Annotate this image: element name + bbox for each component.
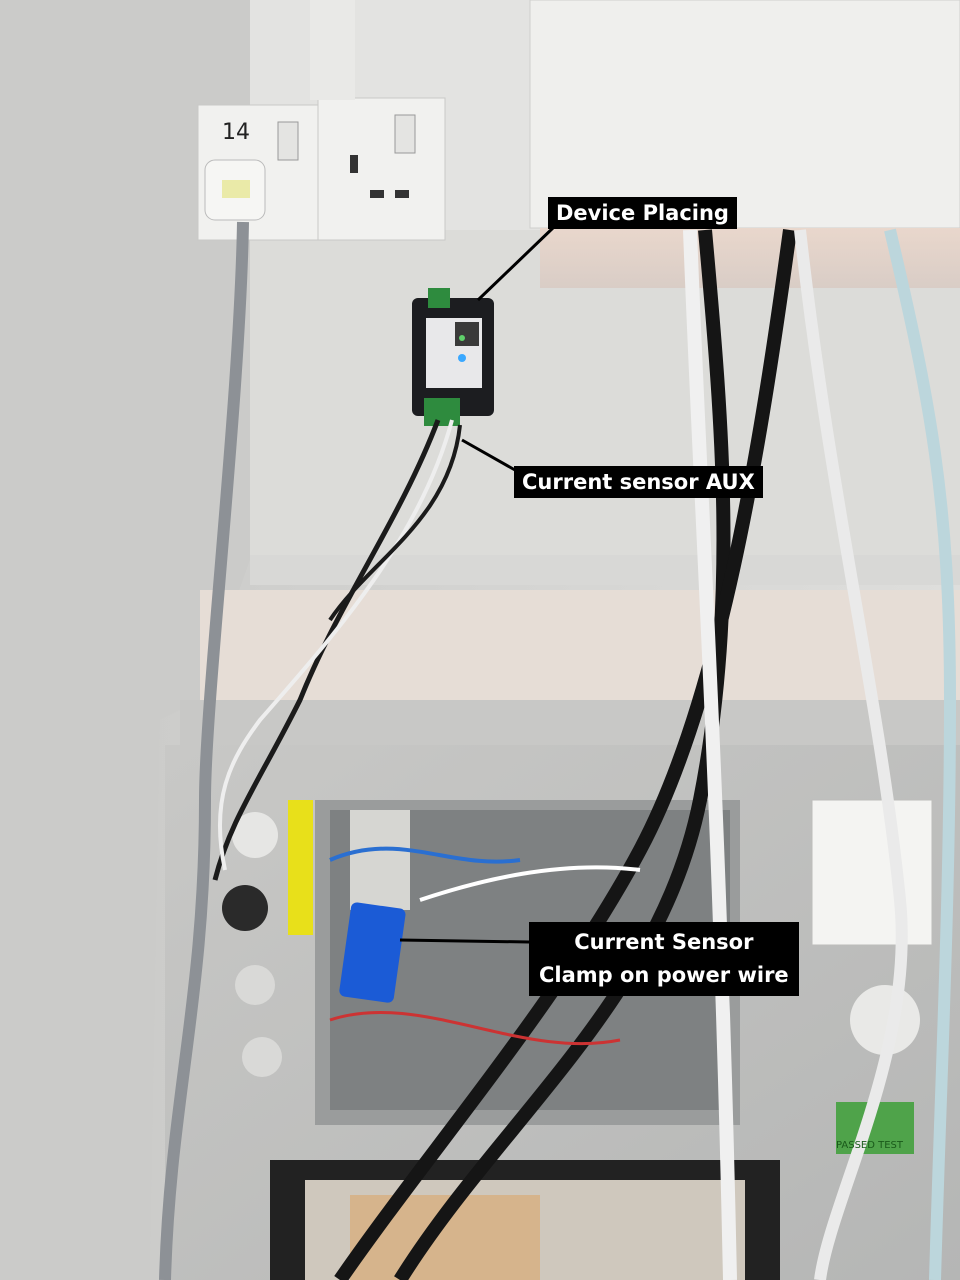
callout-clamp-line2: Clamp on power wire bbox=[539, 963, 789, 987]
callout-device-placing: Device Placing bbox=[548, 197, 737, 229]
callout-current-sensor-clamp: Current Sensor Clamp on power wire bbox=[529, 922, 799, 996]
passed-test-sticker-text: PASSED TEST bbox=[836, 1140, 904, 1151]
callout-clamp-line1: Current Sensor bbox=[574, 930, 754, 954]
callout-current-sensor-aux: Current sensor AUX bbox=[514, 466, 763, 498]
socket-number-label: 14 bbox=[222, 120, 250, 145]
